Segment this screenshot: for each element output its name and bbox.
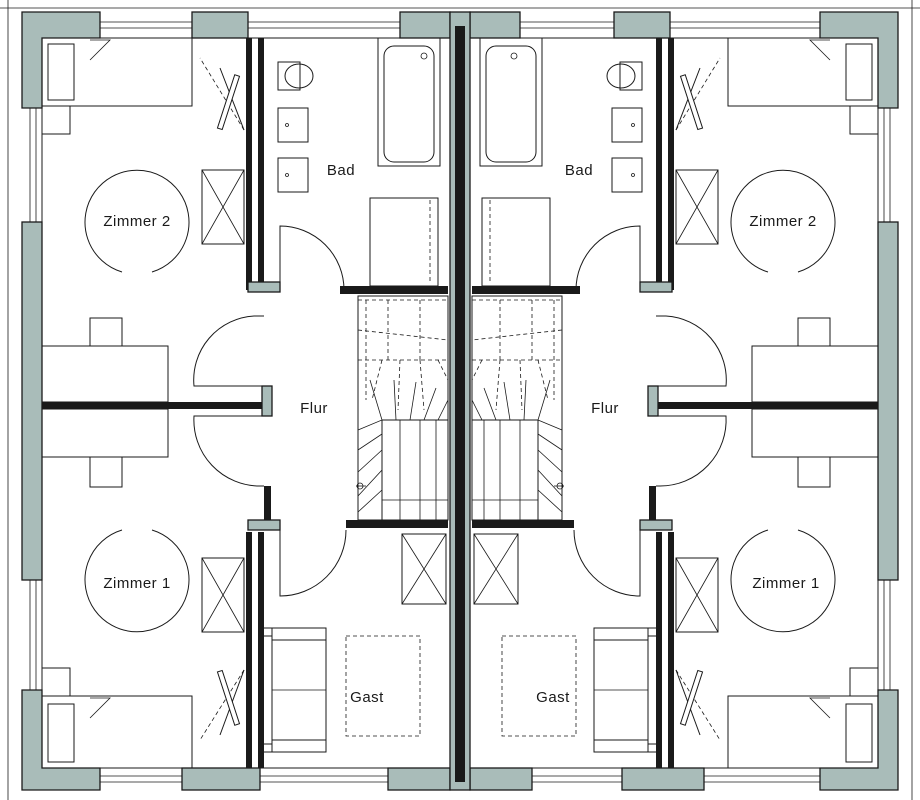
interior-walls: [42, 38, 878, 768]
turning-circles: [84, 169, 836, 633]
room-label-zimmer1-left: Zimmer 1: [103, 575, 170, 592]
room-label-zimmer2-left: Zimmer 2: [103, 213, 170, 230]
stairs: [356, 295, 564, 521]
room-label-bad-left: Bad: [327, 162, 355, 179]
room-label-gast-right: Gast: [536, 689, 570, 706]
room-label-zimmer1-right: Zimmer 1: [752, 575, 819, 592]
room-labels: Bad Bad Zimmer 2 Zimmer 2 Flur Flur Zimm…: [103, 162, 819, 706]
room-label-zimmer2-right: Zimmer 2: [749, 213, 816, 230]
room-label-flur-left: Flur: [300, 400, 328, 417]
desks: [41, 317, 879, 488]
room-label-bad-right: Bad: [565, 162, 593, 179]
wardrobes: [201, 169, 719, 633]
guest-furniture: [261, 627, 659, 753]
bathroom-fixtures: [277, 37, 643, 287]
party-wall: [449, 11, 471, 791]
room-label-gast-left: Gast: [350, 689, 384, 706]
beds: [41, 37, 879, 769]
doors: [193, 57, 727, 741]
room-label-flur-right: Flur: [591, 400, 619, 417]
